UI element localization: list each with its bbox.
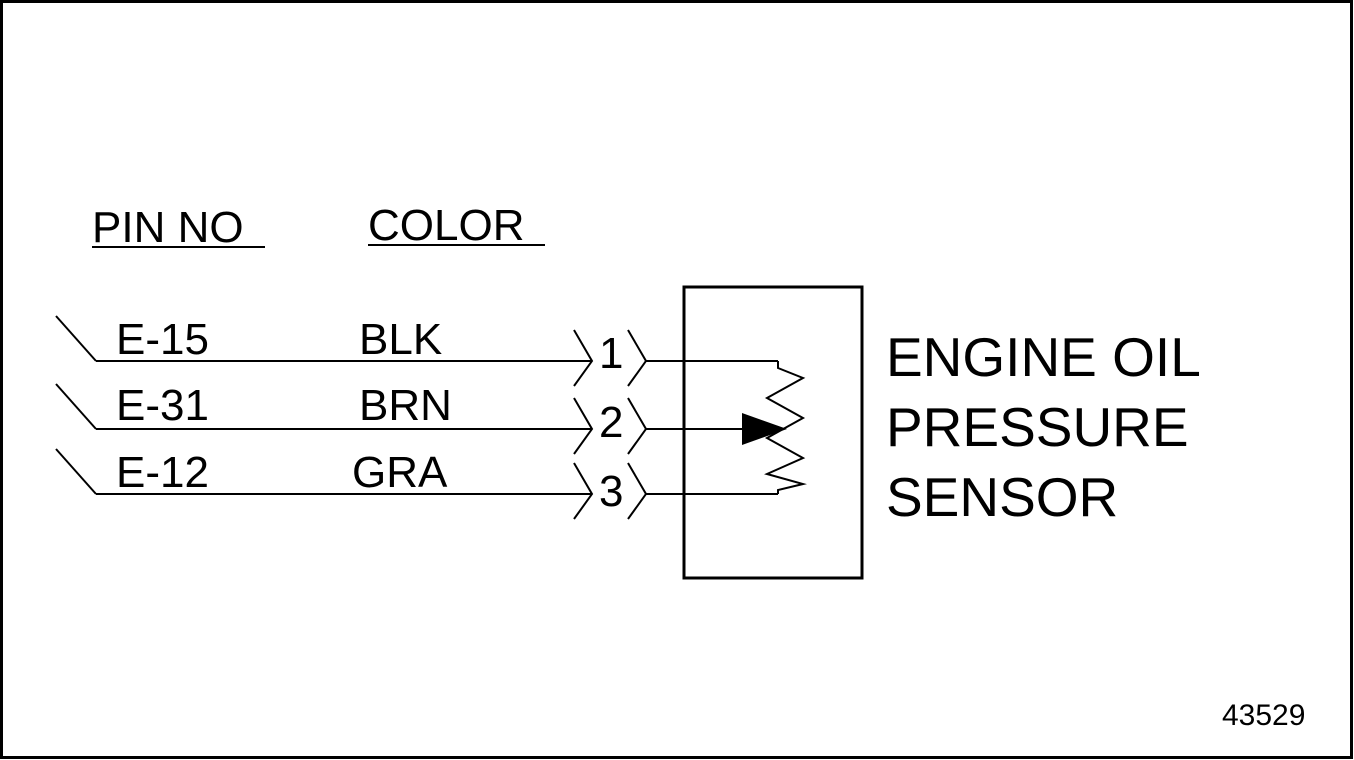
sensor-box bbox=[682, 285, 864, 580]
sensor-label-line2: PRESSURE bbox=[886, 396, 1189, 458]
wiper-arrow bbox=[742, 413, 787, 445]
terminal-number: 1 bbox=[599, 329, 623, 378]
resistor-icon bbox=[764, 361, 807, 494]
color-label: BLK bbox=[359, 315, 442, 364]
connector-socket-chevron bbox=[627, 462, 648, 520]
connector-pin-chevron bbox=[573, 462, 594, 520]
figure-number: 43529 bbox=[1222, 699, 1305, 732]
color-label: GRA bbox=[352, 448, 448, 497]
connector-socket-chevron bbox=[627, 397, 648, 455]
wire-break-mark bbox=[55, 315, 97, 362]
terminal-number: 2 bbox=[599, 398, 623, 447]
pin-label: E-12 bbox=[116, 448, 209, 497]
pin-label: E-31 bbox=[116, 381, 209, 430]
color-label: BRN bbox=[359, 381, 452, 430]
connector-pin-chevron bbox=[573, 397, 594, 455]
wire-row-2: E-31 BRN 2 bbox=[55, 381, 787, 455]
wire-row-1: E-15 BLK 1 bbox=[55, 315, 778, 387]
connector-pin-chevron bbox=[573, 329, 594, 387]
header-color: COLOR bbox=[368, 201, 524, 250]
sensor-label-line3: SENSOR bbox=[886, 466, 1118, 528]
pin-label: E-15 bbox=[116, 315, 209, 364]
wire-break-mark bbox=[55, 448, 97, 495]
connector-socket-chevron bbox=[627, 329, 648, 387]
header-pin-no: PIN NO bbox=[92, 203, 244, 252]
wire-row-3: E-12 GRA 3 bbox=[55, 448, 778, 520]
sensor-label-line1: ENGINE OIL bbox=[886, 326, 1201, 388]
terminal-number: 3 bbox=[599, 467, 623, 516]
wire-break-mark bbox=[55, 383, 97, 430]
